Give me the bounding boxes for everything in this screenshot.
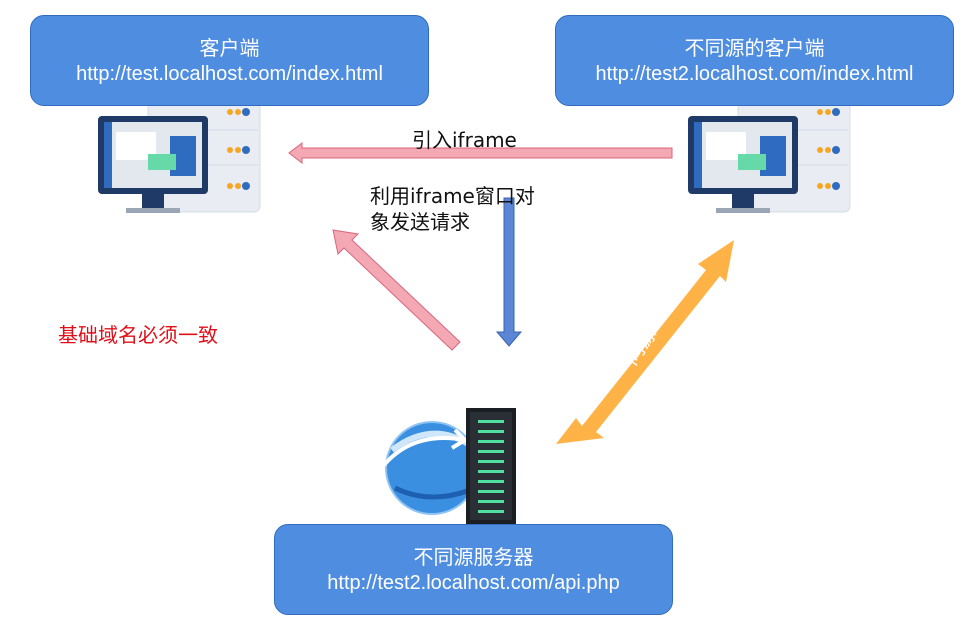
base-domain-arrow [332,229,461,351]
send-request-label: 利用iframe窗口对 象发送请求 [370,183,535,235]
introduce-iframe-label: 引入iframe [412,128,517,152]
send-request-label-line2: 象发送请求 [370,210,470,234]
send-request-label-line1: 利用iframe窗口对 [370,184,535,208]
same-base-domain-label: 基础域名必须一致 [58,323,218,347]
left-desktop-server-icon [98,99,261,213]
same-origin-arrow [556,240,734,444]
introduce-iframe-arrow [288,141,673,165]
cross-origin-server-url: http://test2.localhost.com/api.php [327,571,620,594]
right-desktop-server-icon [688,99,851,213]
client-url: http://test.localhost.com/index.html [76,62,383,85]
send-request-arrow [495,197,523,347]
globe-server-icon [378,408,516,524]
client-title: 客户端 [199,35,260,60]
cross-origin-server-box: 不同源服务器 http://test2.localhost.com/api.ph… [274,524,673,615]
cross-origin-client-url: http://test2.localhost.com/index.html [595,62,914,85]
client-box: 客户端 http://test.localhost.com/index.html [30,15,429,106]
cross-origin-client-title: 不同源的客户端 [684,35,825,60]
cross-origin-client-box: 不同源的客户端 http://test2.localhost.com/index… [555,15,954,106]
cross-origin-server-title: 不同源服务器 [413,544,534,569]
